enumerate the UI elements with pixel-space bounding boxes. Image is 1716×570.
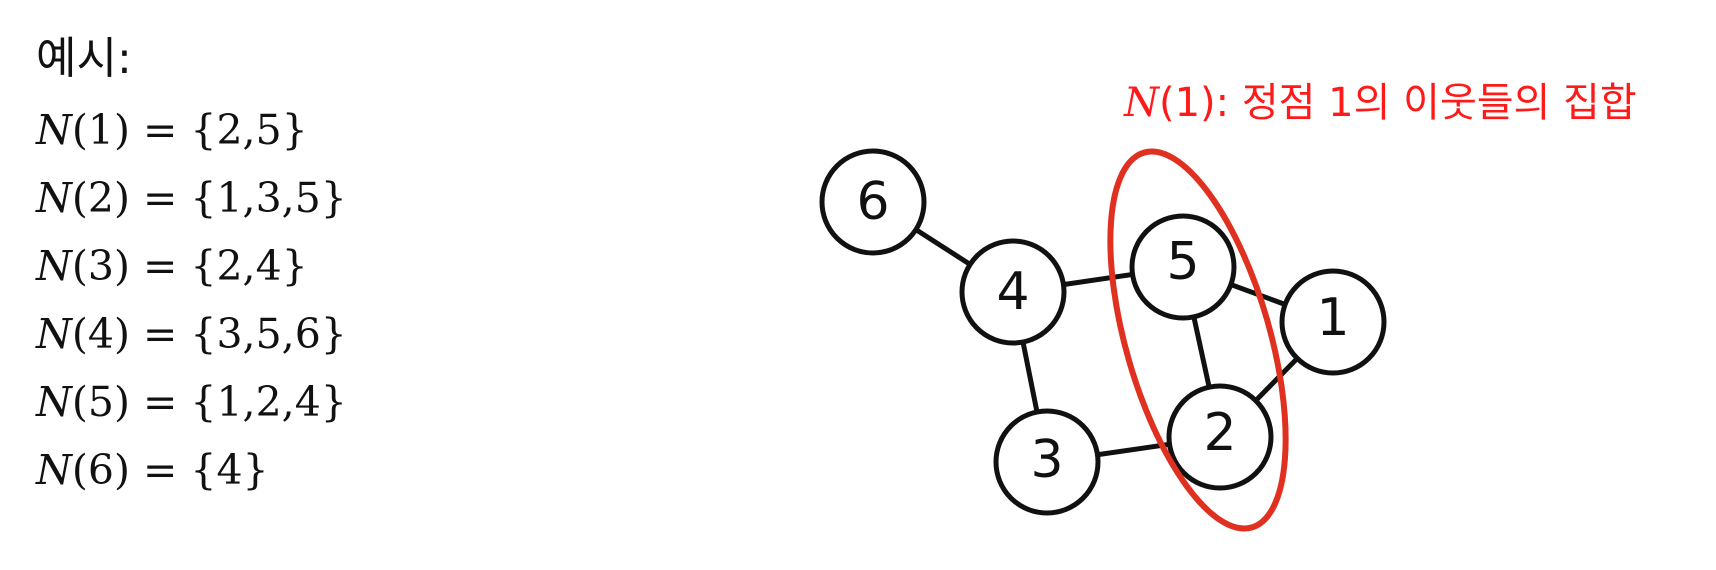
- neighbor-set: {3,5,6}: [190, 310, 347, 358]
- node-index: 4: [87, 310, 114, 358]
- neighborhood-row: N(4) = {3,5,6}: [36, 310, 347, 358]
- neighborhood-row: N(2) = {1,3,5}: [36, 174, 347, 222]
- annotation-label: N(1): 정점 1의 이웃들의 집합: [1123, 80, 1637, 126]
- graph-node: 2: [1166, 383, 1274, 491]
- graph-node: 5: [1129, 213, 1237, 321]
- set-symbol: N: [36, 174, 72, 222]
- neighborhood-highlight: [1107, 148, 1289, 532]
- example-heading: 예시:: [36, 33, 132, 84]
- node-label: 2: [1203, 403, 1236, 463]
- neighbor-set: {2,5}: [190, 106, 308, 154]
- graph-node: 6: [819, 148, 927, 256]
- node-index: 6: [87, 446, 114, 494]
- set-symbol: N: [36, 446, 72, 494]
- neighborhood-row: N(3) = {2,4}: [36, 242, 308, 290]
- neighbor-set: {4}: [190, 446, 269, 494]
- graph-node: 4: [959, 238, 1067, 346]
- neighborhood-row: N(1) = {2,5}: [36, 106, 308, 154]
- annotation-text: : 정점 1의 이웃들의 집합: [1216, 80, 1637, 126]
- neighborhood-row: N(5) = {1,2,4}: [36, 378, 347, 426]
- node-index: 2: [87, 174, 114, 222]
- node-label: 3: [1030, 430, 1063, 490]
- node-index: 3: [87, 242, 114, 290]
- graph-node: 3: [993, 408, 1101, 516]
- node-label: 5: [1166, 232, 1199, 292]
- set-symbol: N: [36, 378, 72, 426]
- node-index: 5: [87, 378, 114, 426]
- neighbor-set: {1,3,5}: [190, 174, 347, 222]
- node-label: 1: [1316, 288, 1349, 348]
- node-label: 6: [856, 172, 889, 232]
- annotation-arg: (1): [1159, 80, 1216, 126]
- neighbor-set: {1,2,4}: [190, 378, 347, 426]
- neighbor-set: {2,4}: [190, 242, 308, 290]
- graph-node: 1: [1279, 268, 1387, 376]
- neighborhood-row: N(6) = {4}: [36, 446, 269, 494]
- set-symbol: N: [36, 242, 72, 290]
- node-index: 1: [87, 106, 114, 154]
- set-symbol: N: [36, 310, 72, 358]
- set-symbol: N: [36, 106, 72, 154]
- node-label: 4: [996, 262, 1029, 322]
- neighborhood-list: 예시: N(1) = {2,5} N(2) = {1,3,5} N(3) = {…: [36, 30, 347, 504]
- annotation-symbol: N: [1123, 80, 1161, 126]
